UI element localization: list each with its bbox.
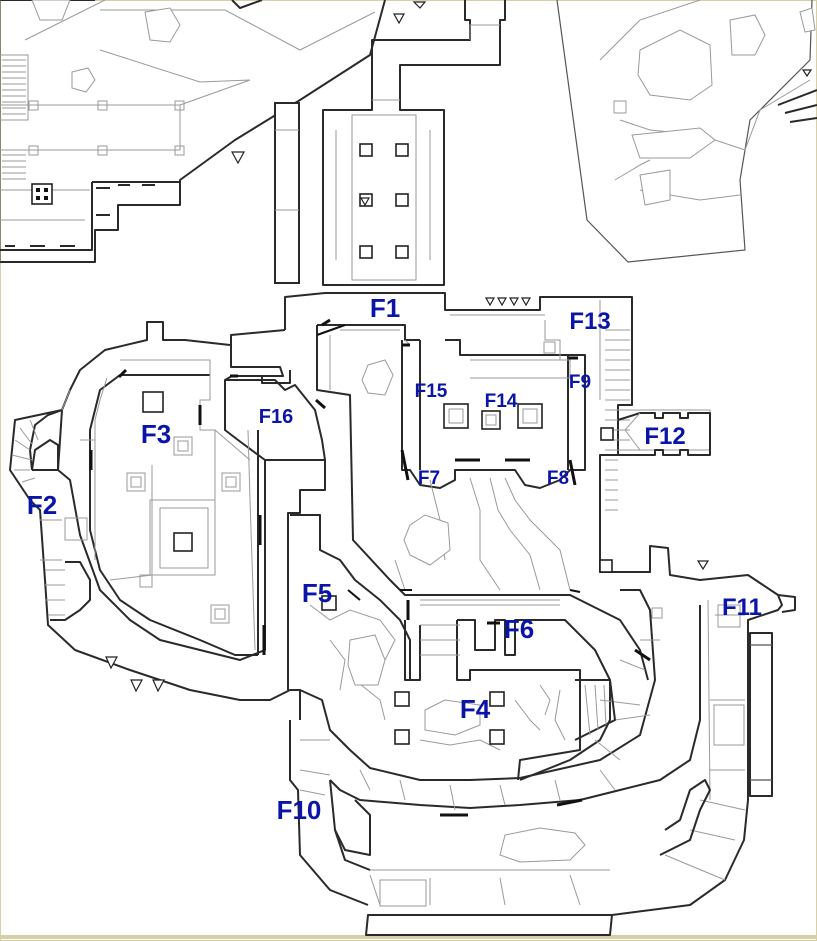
south-east-stairs — [334, 679, 711, 856]
pillars — [64, 341, 663, 907]
label-f3: F3 — [141, 419, 171, 449]
interior-walls — [89, 324, 649, 781]
map-detail-lines — [40, 300, 746, 906]
label-f2: F2 — [27, 490, 57, 520]
wall-ticks — [89, 318, 651, 817]
north-hall-area — [274, 0, 506, 286]
triangle-down-icon — [520, 297, 532, 307]
label-f4: F4 — [460, 694, 491, 724]
label-f11: F11 — [722, 594, 762, 621]
triangle-down-icon — [130, 679, 144, 693]
label-f8: F8 — [547, 468, 569, 489]
label-f10: F10 — [277, 795, 322, 825]
main-complex-walls — [9, 292, 783, 936]
label-f13: F13 — [569, 308, 610, 335]
room-labels: F1 F2 F3 F4 F5 F6 F7 F8 F9 F10 F11 F12 F… — [27, 293, 762, 825]
triangle-down-icon — [359, 197, 371, 207]
triangle-down-icon — [230, 151, 246, 165]
label-f16: F16 — [259, 406, 293, 428]
triangle-down-icon — [484, 297, 496, 307]
triangle-down-icon — [105, 656, 119, 670]
label-f7: F7 — [418, 468, 440, 489]
triangle-down-icon — [392, 13, 406, 25]
triangle-down-icon — [508, 297, 520, 307]
triangle-down-icon — [801, 69, 813, 78]
triangle-down-icon — [496, 297, 508, 307]
label-f6: F6 — [504, 614, 534, 644]
label-f1: F1 — [370, 293, 400, 323]
top-left-structure — [0, 0, 386, 263]
west-stairs — [11, 419, 91, 621]
label-f15: F15 — [415, 381, 448, 402]
label-f12: F12 — [644, 423, 685, 450]
label-f9: F9 — [569, 372, 591, 393]
east-wing — [617, 412, 796, 797]
triangle-markers — [105, 1, 813, 693]
north-east-cave — [556, 0, 817, 263]
triangle-down-icon — [412, 1, 427, 9]
label-f14: F14 — [485, 391, 518, 412]
triangle-down-icon — [696, 560, 710, 571]
triangle-down-icon — [152, 679, 166, 693]
rocks — [347, 359, 586, 863]
label-f5: F5 — [302, 578, 332, 608]
